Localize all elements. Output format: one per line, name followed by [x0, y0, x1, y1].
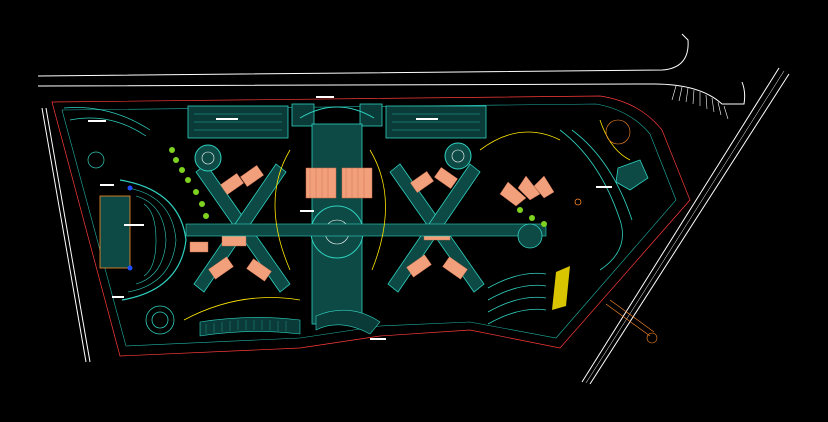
right-rotunda-core [451, 149, 465, 163]
yellow-zone [552, 266, 570, 310]
pond [615, 159, 649, 191]
left-rotunda [194, 144, 222, 172]
lower-right-terraces [487, 272, 547, 325]
roof-block-left [305, 167, 337, 199]
southeast-entry [605, 299, 658, 344]
blue-marker-top [127, 185, 133, 191]
annotation-marks [88, 96, 612, 340]
northwest-features [63, 107, 151, 169]
spine-entry-arc [299, 106, 375, 119]
left-x-roofs [189, 165, 272, 282]
garden-circle [605, 119, 631, 145]
landscape-green [169, 147, 547, 227]
right-rotunda [444, 142, 472, 170]
far-right-features [559, 129, 633, 271]
site-boundary-outline [51, 95, 691, 357]
blue-marker-bottom [127, 265, 133, 271]
east-west-walkway [185, 223, 547, 237]
right-fan [499, 175, 555, 207]
yellow-paths [183, 119, 631, 321]
road-diagonal-inner [589, 73, 790, 385]
road-top-edge-outer [37, 33, 689, 77]
road-diagonal-outer [581, 67, 780, 383]
road-layer [37, 33, 790, 385]
roof-block-right [341, 167, 373, 199]
building-top-center-left [291, 103, 315, 127]
amphitheater [119, 179, 187, 301]
road-diagonal-mid [585, 70, 785, 384]
southwest-loop [145, 305, 175, 335]
east-plaza [517, 223, 543, 249]
south-parking [199, 309, 381, 337]
amphitheater-stage [99, 195, 131, 269]
road-top-edge-inner [37, 81, 746, 105]
left-boundary [41, 107, 91, 363]
parking-stripes [205, 320, 287, 334]
orange-marker [574, 198, 582, 206]
central-spine [299, 106, 375, 325]
building-top-center-right [359, 103, 383, 127]
roof-stripes [309, 168, 365, 198]
top-building-stripes [194, 113, 480, 131]
site-interior-edge [61, 103, 677, 347]
road-crosswalk [671, 85, 729, 120]
left-rotunda-core [201, 151, 215, 165]
